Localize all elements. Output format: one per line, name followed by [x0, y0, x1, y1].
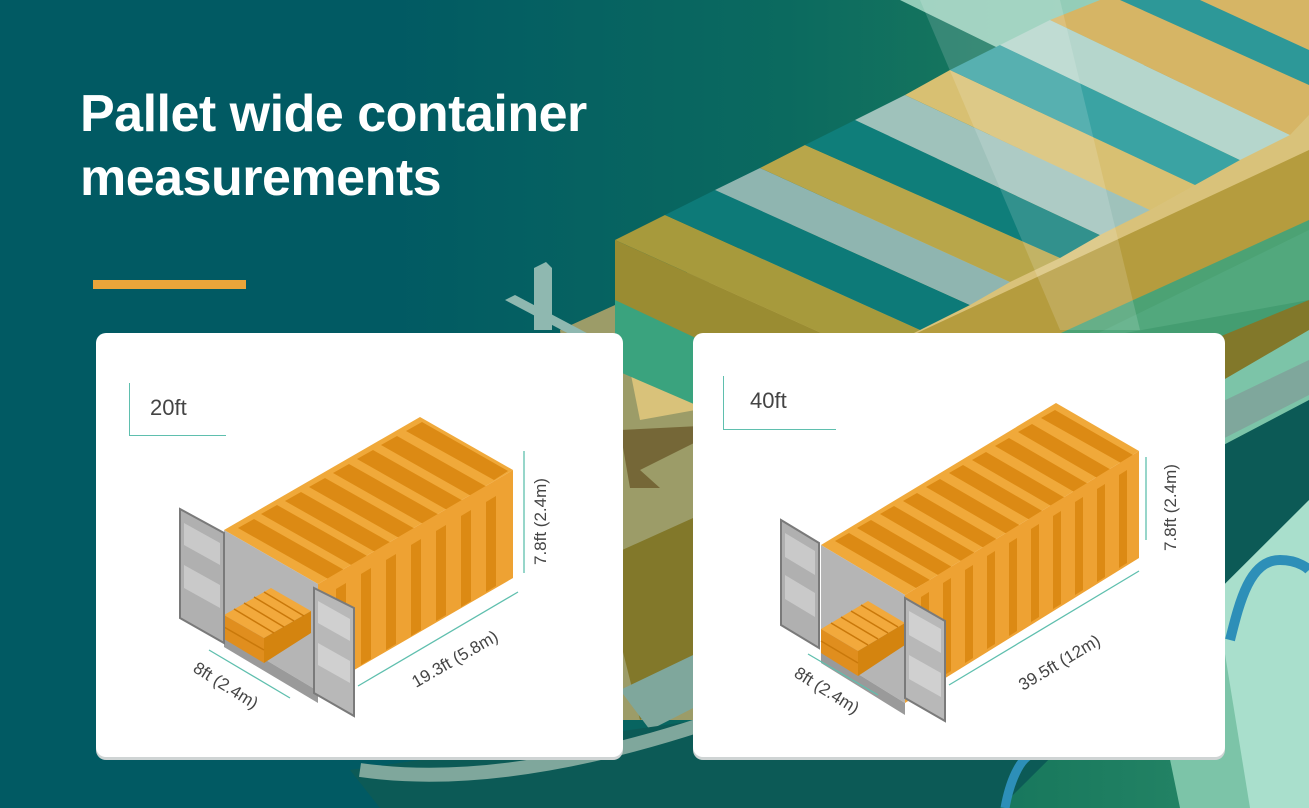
- container-size-label: 40ft: [750, 388, 787, 413]
- container-size-label: 20ft: [150, 395, 187, 420]
- accent-divider: [93, 280, 246, 289]
- container-card-20ft: 20ft: [96, 333, 623, 757]
- title-line-2: measurements: [80, 149, 442, 207]
- container-20ft-illustration: 7.8ft (2.4m) 19.3ft (5.8m) 8ft (2.4m): [179, 417, 550, 718]
- height-dimension-label: 7.8ft (2.4m): [1161, 464, 1180, 551]
- label-corner-bracket: [723, 376, 836, 430]
- container-40ft-illustration: 7.8ft (2.4m) 39.5ft (12m) 8ft (2.4m): [780, 403, 1180, 723]
- length-dimension-label: 19.3ft (5.8m): [409, 627, 502, 692]
- width-dimension-label: 8ft (2.4m): [190, 658, 262, 713]
- title-line-1: Pallet wide container: [80, 85, 587, 143]
- label-corner-bracket: [129, 383, 226, 436]
- length-dimension-label: 39.5ft (12m): [1015, 631, 1103, 694]
- container-card-40ft: 40ft: [693, 333, 1225, 757]
- height-dimension-label: 7.8ft (2.4m): [531, 478, 550, 565]
- page-title: Pallet wide container measurements: [80, 82, 680, 210]
